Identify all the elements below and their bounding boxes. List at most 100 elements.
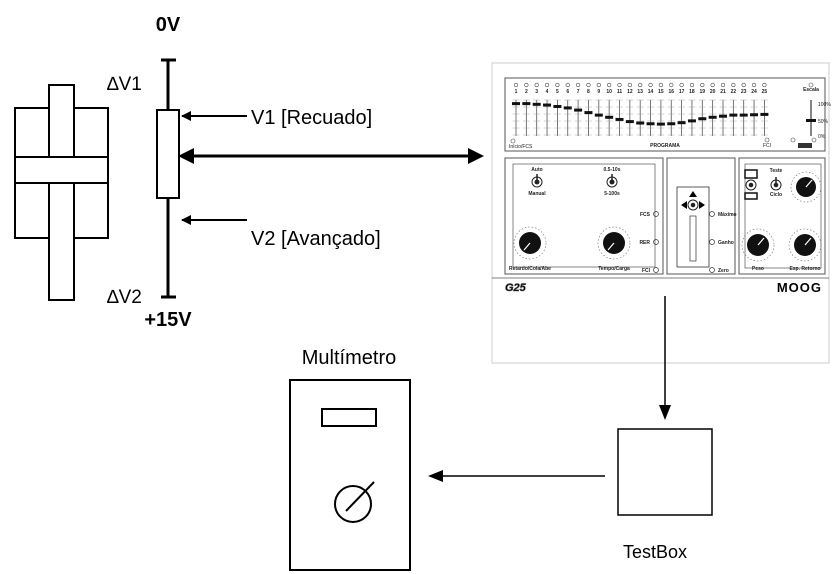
knob-icon[interactable] [597, 226, 631, 260]
channel-led [731, 82, 736, 88]
channel-led [741, 82, 746, 88]
channel-slider-knob[interactable] [553, 104, 562, 108]
toggle-switch-icon[interactable] [531, 174, 543, 188]
direction-pad [676, 186, 710, 268]
zero-label: Zero [718, 268, 729, 274]
rer-led [653, 239, 659, 245]
toggle-switch-icon[interactable] [770, 177, 782, 191]
channel-slider-knob[interactable] [698, 117, 707, 121]
channel-slider-knob[interactable] [739, 113, 748, 117]
channel-led [524, 82, 529, 88]
ganho-led [709, 239, 715, 245]
testbox [617, 428, 713, 516]
channel-slider-knob[interactable] [615, 117, 624, 121]
label-delta-v1: ∆V1 [107, 74, 142, 95]
channel-slider-knob[interactable] [687, 119, 696, 123]
channel-number: 11 [617, 89, 623, 95]
right-panel [738, 157, 826, 275]
ciclo-label: Ciclo [770, 192, 782, 198]
misc-led-2 [811, 137, 817, 143]
toggle-switch-icon[interactable] [745, 179, 757, 191]
channel-slider-knob[interactable] [750, 113, 759, 117]
channel-led [658, 82, 664, 88]
channel-slider-knob[interactable] [636, 121, 645, 125]
channel-slider-knob[interactable] [543, 103, 552, 107]
knob-a-label: Retardo/Cola/Abe [509, 266, 551, 272]
knob-icon[interactable] [741, 228, 775, 262]
channel-led [669, 82, 674, 88]
knob-b-label: Tempo/Carga [598, 266, 630, 272]
escala-led [808, 82, 814, 88]
channel-slider-knob[interactable] [760, 112, 769, 116]
scale-50: 50% [818, 119, 829, 125]
knob-icon[interactable] [790, 171, 822, 203]
channel-slider-knob[interactable] [532, 102, 541, 106]
channel-number: 22 [731, 89, 737, 95]
channel-slider-knob[interactable] [584, 111, 593, 115]
channel-number: 15 [658, 89, 664, 95]
channel-slider-knob[interactable] [667, 122, 676, 126]
channel-number: 12 [627, 89, 633, 95]
channel-led [710, 82, 715, 88]
multimeter-display [321, 408, 377, 427]
channel-number: 20 [710, 89, 716, 95]
channel-led [513, 82, 519, 88]
channel-slider-knob[interactable] [719, 114, 727, 118]
knob-icon[interactable] [788, 228, 822, 262]
channel-number: 10 [606, 89, 612, 95]
maximo-label: Máximo [718, 212, 737, 218]
arrowhead-left-small [428, 470, 443, 482]
label-v2: V2 [Avançado] [251, 228, 381, 250]
multimeter-needle [345, 481, 375, 512]
actuator-rod [48, 84, 75, 301]
channel-led [596, 82, 601, 88]
label-v1: V1 [Recuado] [251, 107, 372, 129]
channel-led [689, 82, 695, 88]
channel-slider-knob[interactable] [677, 121, 686, 125]
up-arrow-icon[interactable] [689, 191, 697, 197]
channel-led [627, 82, 632, 88]
channel-slider-knob[interactable] [574, 108, 583, 112]
channel-led [575, 82, 581, 88]
channel-number: 25 [762, 89, 768, 95]
voltage-arrows [181, 111, 247, 225]
channel-number: 4 [546, 89, 549, 95]
channel-number: 19 [700, 89, 706, 95]
auto-label: Auto [531, 167, 542, 173]
channel-slider-knob[interactable] [708, 115, 717, 119]
channel-slider-knob[interactable] [594, 113, 603, 117]
arrowhead-left [178, 148, 194, 164]
channel-slider-knob[interactable] [605, 115, 614, 119]
channel-led [751, 82, 757, 88]
channel-slider-knob[interactable] [563, 106, 572, 110]
model-label: G25 [505, 282, 527, 294]
zero-led [709, 267, 715, 273]
right-arrow-icon[interactable] [699, 201, 705, 209]
maximo-led [709, 211, 715, 217]
toggle-switch-icon[interactable] [606, 174, 618, 188]
channel-slider-knob[interactable] [512, 102, 520, 106]
channel-slider-knob[interactable] [646, 122, 655, 126]
channel-slider-knob[interactable] [656, 122, 665, 126]
label-15v: +15V [144, 309, 192, 331]
channel-led [565, 82, 570, 88]
knob-icon[interactable] [513, 226, 547, 260]
scale-0: 0% [818, 134, 826, 140]
ganho-label: Ganho [718, 240, 734, 246]
peso-label: Peso [752, 266, 764, 272]
actuator-piston [14, 156, 109, 184]
channel-slider-knob[interactable] [729, 113, 738, 117]
left-arrow-icon[interactable] [681, 201, 687, 209]
channel-slider-knob[interactable] [625, 120, 634, 124]
channel-led [544, 82, 550, 88]
channel-led [586, 82, 591, 88]
left-panel [504, 157, 664, 275]
brand-label: MOOG [777, 280, 822, 295]
arrowhead-down [659, 405, 671, 420]
joystick-icon[interactable] [687, 199, 699, 211]
channel-number: 14 [648, 89, 654, 95]
channel-slider-knob[interactable] [522, 102, 531, 106]
fci-top-label: FCI [763, 143, 771, 149]
